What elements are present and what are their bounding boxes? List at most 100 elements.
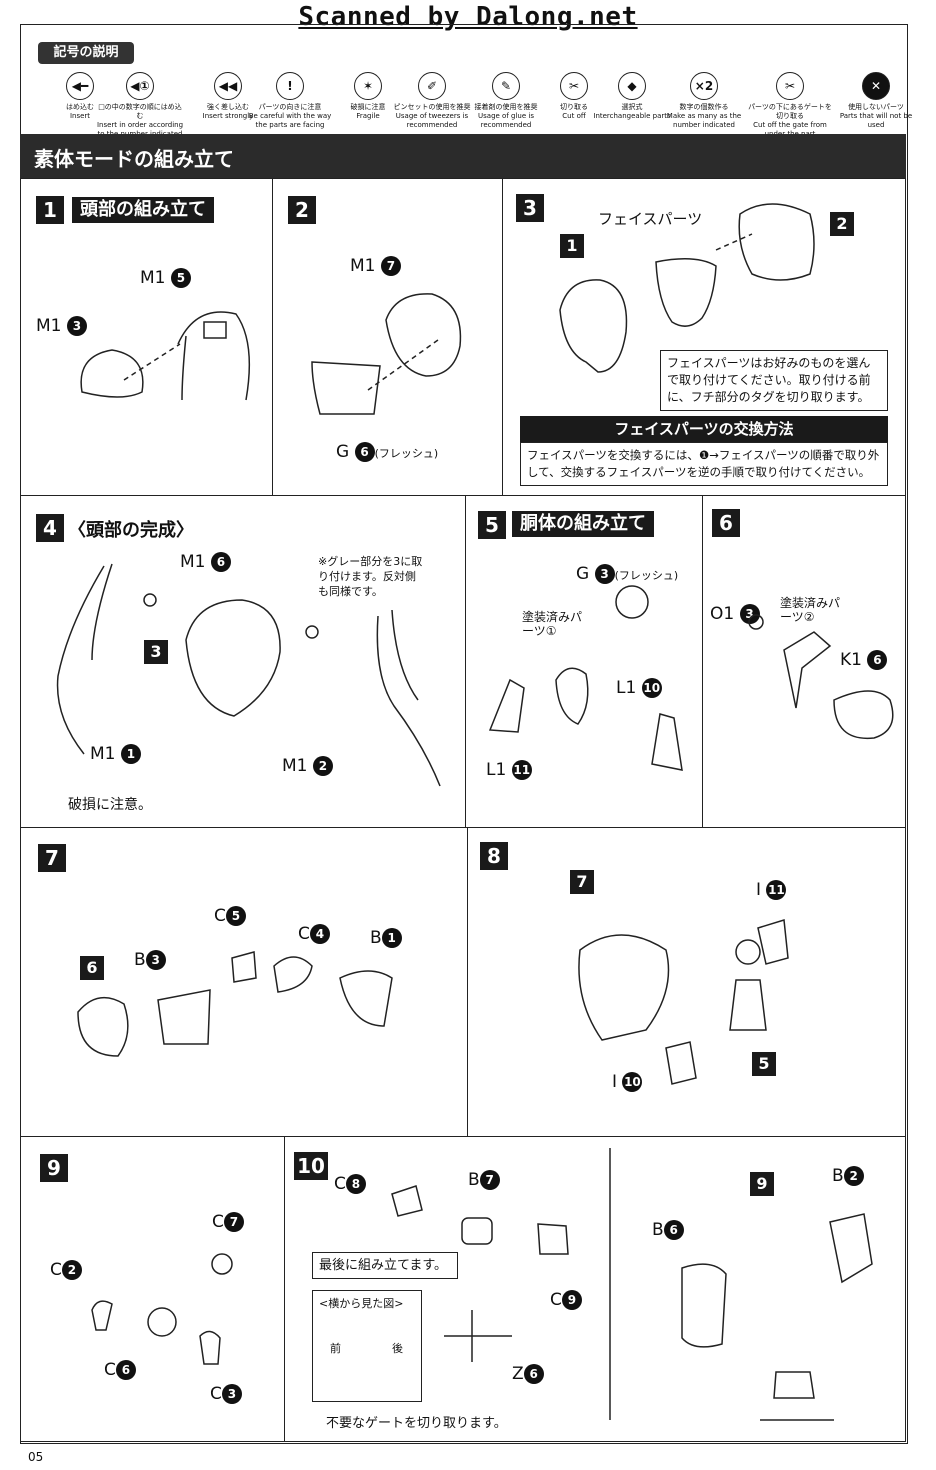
legend-item-jp: ピンセットの使用を推奨 — [393, 103, 471, 111]
twin-tail-left — [56, 563, 113, 755]
part-label-m1-7: M1 7 — [350, 256, 401, 276]
step-7-number: 7 — [38, 844, 66, 872]
legend-item-en: Be careful with the way the parts are fa… — [248, 112, 332, 129]
legend-item-jp: 選択式 — [621, 103, 643, 111]
side-view-box: <横から見た図> — [312, 1290, 422, 1402]
step-4-title: 〈頭部の完成〉 — [68, 520, 194, 541]
insert-arrow — [367, 339, 439, 391]
insert-arrow — [123, 343, 181, 381]
body-piece-b6 — [681, 1263, 727, 1348]
section-title: 素体モードの組み立て — [34, 147, 234, 171]
face-parts-label: フェイスパーツ — [598, 210, 703, 228]
arm-part-c3 — [199, 1330, 221, 1365]
face-plate — [311, 361, 381, 415]
step-4-gray-note: ※グレー部分を3に取り付けます。反対側も同様です。 — [312, 550, 430, 603]
face-exchange-text: フェイスパーツを交換するには、❶→フェイスパーツの順番で取り外して、交換するフェ… — [520, 442, 888, 486]
step-9-number: 9 — [40, 1154, 68, 1182]
part-c9 — [537, 1223, 569, 1255]
joint-ball — [615, 585, 649, 619]
gate-cut-note: 不要なゲートを切り取ります。 — [326, 1416, 507, 1431]
part-label-m1-6: M1 6 — [180, 552, 231, 572]
side-view-back: 後 — [392, 1342, 403, 1355]
part-label-m1-5: M1 5 — [140, 268, 191, 288]
part-label-l1-11: L1 11 — [486, 760, 532, 780]
part-label-g-3: G 3(フレッシュ) — [576, 564, 679, 584]
legend-item-en: Cut off — [562, 112, 586, 120]
side-plate-i10 — [665, 1041, 697, 1085]
waist-part — [729, 979, 767, 1031]
step-4-number: 4 — [36, 514, 64, 542]
shoulder-armor — [77, 996, 129, 1057]
legend-item-en: Insert — [69, 112, 91, 120]
part-label-g-6: G 6(フレッシュ) — [336, 442, 439, 462]
scan-banner: Scanned by Dalong.net — [298, 2, 638, 32]
step-10-panel — [284, 1136, 906, 1442]
tweezers-icon: ✐ — [418, 72, 446, 100]
arm-part-c2 — [91, 1300, 113, 1331]
block-b7 — [461, 1217, 493, 1245]
part-label-o1-3: O1 3 — [710, 604, 760, 624]
joint-peg — [305, 625, 319, 639]
small-washer — [748, 614, 764, 630]
step-1-title: 頭部の組み立て — [72, 197, 214, 223]
part-label-m1-2: M1 2 — [282, 756, 333, 776]
connector-c8 — [391, 1185, 423, 1217]
legend-item-en: Usage of tweezers is recommended — [395, 112, 469, 129]
painted-part-1 — [555, 667, 589, 725]
step-8-part-5: 5 — [752, 1052, 776, 1076]
step-3-part-1: 1 — [560, 234, 584, 258]
chest-piece-k1 — [833, 690, 894, 740]
part-c5 — [231, 951, 257, 983]
side-view-title: <横から見た図> — [319, 1297, 404, 1310]
step-3-part-2: 2 — [830, 212, 854, 236]
legend-item-jp: □の中の数字の順にはめ込む — [98, 103, 182, 120]
side-view-front: 前 — [330, 1342, 341, 1355]
interchangeable-icon: ◆ — [618, 72, 646, 100]
base-stand — [760, 1371, 834, 1421]
torso-assembly — [578, 934, 670, 1041]
joint-ball — [211, 1253, 233, 1275]
joint-block — [147, 1307, 177, 1337]
legend-item-en: Interchangeable parts — [593, 112, 671, 120]
arm-block-b3 — [157, 989, 211, 1045]
twin-tail-right — [376, 609, 441, 787]
cut-gate-icon: ✂ — [776, 72, 804, 100]
legend-item-jp: 数字の個数作る — [679, 103, 729, 111]
part-label-m1-1: M1 1 — [90, 744, 141, 764]
legend-item-en: Fragile — [356, 112, 380, 120]
legend-item-en: Parts that will not be used — [839, 112, 913, 129]
legend-item-en: Usage of glue is recommended — [478, 112, 534, 129]
legend-item-jp: はめ込む — [66, 103, 94, 111]
fragile-icon: ✶ — [354, 72, 382, 100]
hip-part-b2 — [829, 1213, 873, 1284]
glue-icon: ✎ — [492, 72, 520, 100]
part-label-k1-6: K1 6 — [840, 650, 888, 670]
caution-icon: ! — [276, 72, 304, 100]
side-plate-i11 — [757, 919, 789, 965]
double-arrow-icon: ◀◀ — [214, 72, 242, 100]
step-4-part-3: 3 — [144, 640, 168, 664]
numbered-arrow-icon: ◀① — [126, 72, 154, 100]
part-label-l1-10: L1 10 — [616, 678, 662, 698]
part-label-i-10: I 10 — [612, 1072, 643, 1092]
legend-item-en: Make as many as the number indicated — [666, 112, 742, 129]
